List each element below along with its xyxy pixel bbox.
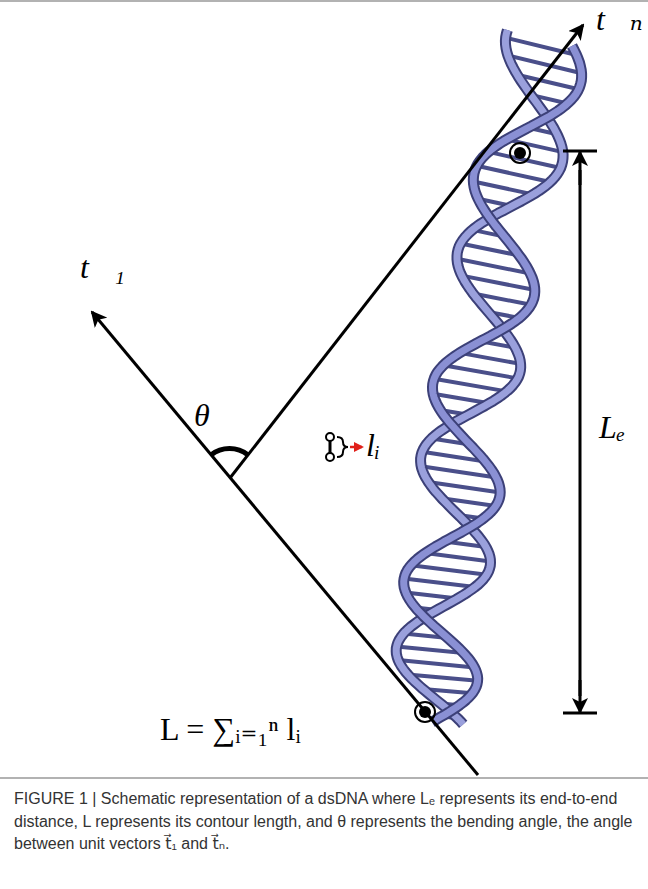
- contour-formula: L = ∑ᵢ₌₁ⁿ lᵢ: [160, 712, 301, 747]
- segment-bracket: [326, 433, 362, 461]
- backbone-strand-edge: [404, 46, 582, 722]
- base-pair: [460, 353, 521, 364]
- angle-label: θ: [194, 398, 210, 433]
- frame-rule: [0, 0, 648, 2]
- angle-arc: [211, 449, 248, 455]
- end-to-end-dimension: [563, 151, 597, 713]
- vector-t1: [92, 312, 478, 775]
- backbone-strand: [404, 46, 582, 722]
- base-pair: [398, 660, 474, 667]
- base-pair: [443, 365, 517, 378]
- base-pair: [404, 578, 475, 587]
- base-pair: [477, 166, 551, 182]
- figure-caption: FIGURE 1 | Schematic representation of a…: [14, 788, 634, 856]
- vector-tn: [230, 25, 583, 478]
- base-pair: [411, 565, 487, 575]
- base-pair: [425, 553, 490, 561]
- base-pair: [473, 182, 533, 195]
- distance-label: Lₑ: [599, 410, 625, 445]
- vector-label: t⃗ₙ: [596, 2, 643, 37]
- vector-label: t⃗₁: [80, 250, 125, 285]
- end-marker: [415, 143, 530, 722]
- base-pair: [434, 379, 507, 392]
- segment-label: lᵢ: [366, 428, 380, 463]
- caption-rule: [0, 777, 648, 779]
- double-helix: [396, 30, 581, 724]
